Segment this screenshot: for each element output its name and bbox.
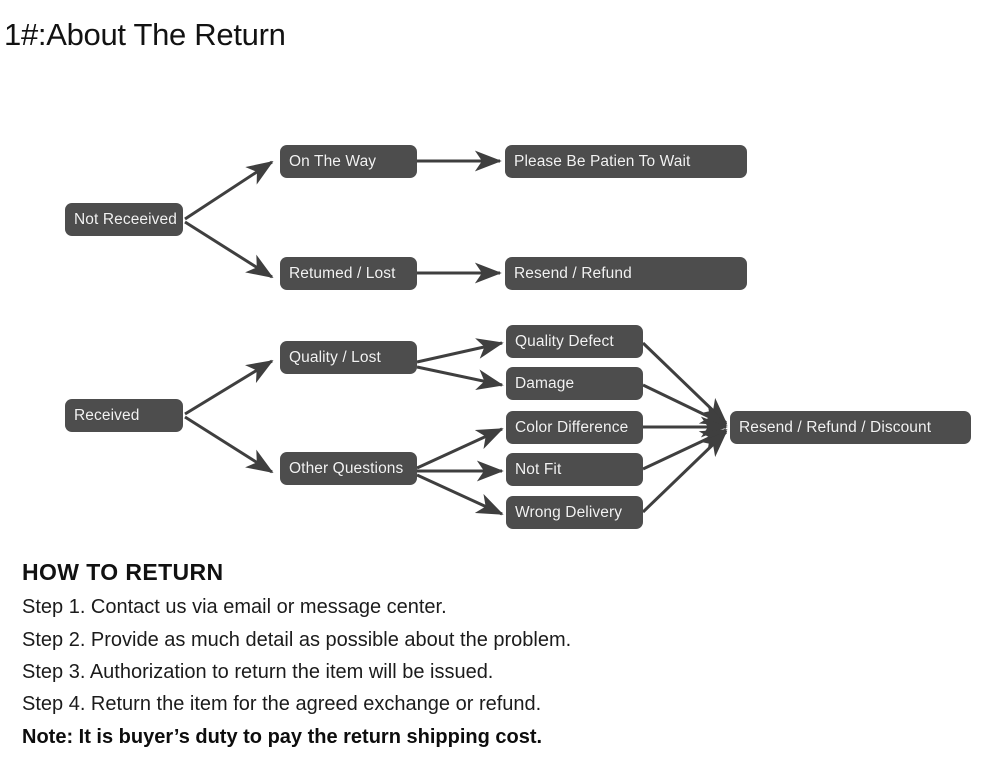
node-not-received[interactable]: Not Receeived (65, 203, 183, 236)
node-received-label: Received (74, 406, 140, 424)
node-resend-refund-discount-label: Resend / Refund / Discount (739, 418, 932, 436)
arrow-damage-to-outcome (642, 383, 728, 427)
flow-arrows-layer (184, 150, 728, 516)
page-title: 1#:About The Return (4, 17, 286, 52)
arrow-not-received-to-on-the-way (184, 160, 274, 221)
node-wrong-delivery[interactable]: Wrong Delivery (506, 496, 643, 529)
node-quality-lost[interactable]: Quality / Lost (280, 341, 417, 374)
arrow-received-to-other-questions (184, 415, 274, 474)
how-to-return-step-2: Step 2. Provide as much detail as possib… (22, 628, 572, 651)
node-other-questions[interactable]: Other Questions (280, 452, 417, 485)
node-resend-refund[interactable]: Resend / Refund (505, 257, 747, 290)
node-please-be-patient-to-wait-label: Please Be Patien To Wait (514, 152, 691, 170)
how-to-return-section: HOW TO RETURN Step 1. Contact us via ema… (22, 560, 982, 753)
node-color-difference-label: Color Difference (515, 418, 629, 436)
node-not-received-label: Not Receeived (74, 210, 177, 228)
node-damage-label: Damage (515, 374, 575, 392)
arrow-received-to-quality-lost (184, 359, 274, 416)
arrow-wrong-delivery-to-outcome (641, 430, 728, 514)
node-damage[interactable]: Damage (506, 367, 643, 400)
node-color-difference[interactable]: Color Difference (506, 411, 643, 444)
node-wrong-delivery-label: Wrong Delivery (515, 503, 623, 521)
node-other-questions-label: Other Questions (289, 459, 404, 477)
arrow-other-questions-to-color-difference (416, 427, 504, 470)
node-resend-refund-discount[interactable]: Resend / Refund / Discount (730, 411, 971, 444)
arrow-quality-lost-to-quality-defect (416, 338, 504, 364)
node-not-fit-label: Not Fit (515, 460, 562, 478)
node-returned-lost[interactable]: Retumed / Lost (280, 257, 417, 290)
arrow-quality-lost-to-damage (416, 365, 504, 391)
node-on-the-way[interactable]: On The Way (280, 145, 417, 178)
arrow-not-received-to-returned-lost (184, 220, 274, 279)
how-to-return-heading: HOW TO RETURN (22, 559, 224, 585)
node-received[interactable]: Received (65, 399, 183, 432)
how-to-return-note: Note: It is buyer’s duty to pay the retu… (22, 725, 543, 748)
arrow-quality-defect-to-outcome (641, 341, 728, 425)
arrow-other-questions-to-wrong-delivery (416, 473, 504, 516)
node-quality-defect-label: Quality Defect (515, 332, 614, 350)
return-flow-diagram: Not Receeived On The Way Retumed / Lost … (0, 118, 1000, 543)
arrow-not-fit-to-outcome (642, 428, 728, 471)
node-on-the-way-label: On The Way (289, 152, 377, 170)
node-not-fit[interactable]: Not Fit (506, 453, 643, 486)
how-to-return-step-3: Step 3. Authorization to return the item… (22, 660, 494, 683)
node-quality-defect[interactable]: Quality Defect (506, 325, 643, 358)
node-please-be-patient-to-wait[interactable]: Please Be Patien To Wait (505, 145, 747, 178)
how-to-return-step-4: Step 4. Return the item for the agreed e… (22, 693, 542, 716)
node-resend-refund-label: Resend / Refund (514, 264, 632, 282)
node-quality-lost-label: Quality / Lost (289, 348, 381, 366)
node-returned-lost-label: Retumed / Lost (289, 264, 396, 282)
how-to-return-step-1: Step 1. Contact us via email or message … (22, 596, 447, 619)
